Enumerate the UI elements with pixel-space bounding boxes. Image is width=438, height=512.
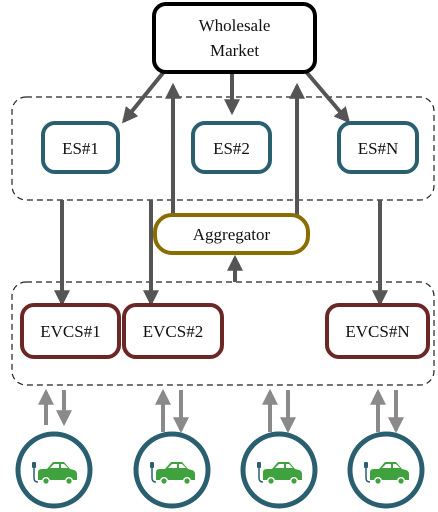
aggregator-node: Aggregator — [153, 213, 310, 255]
es-node-label: ES#2 — [213, 139, 250, 158]
wholesale-market-label-line2: Market — [210, 41, 259, 60]
es-group-region — [11, 96, 435, 201]
ev-icon — [240, 431, 318, 509]
aggregator-label: Aggregator — [193, 225, 271, 244]
wholesale-market-label-line1: Wholesale — [199, 16, 271, 35]
es-node-label: ES#1 — [62, 139, 99, 158]
ev-icon — [133, 431, 211, 509]
ev-link-2 — [155, 388, 189, 434]
es-node-2: ES#2 — [191, 121, 272, 174]
wholesale-market-node: Wholesale Market — [152, 2, 317, 74]
ev-link-1 — [38, 388, 72, 427]
ev-icon — [347, 431, 425, 509]
evcs-node-label: EVCS#2 — [143, 322, 203, 341]
evcs-node-2: EVCS#2 — [122, 303, 224, 359]
ev-link-3 — [262, 388, 296, 434]
arrow-market-to-esn — [300, 65, 351, 124]
evcs-node-1: EVCS#1 — [20, 303, 121, 359]
es-node-label: ES#N — [358, 139, 399, 158]
evcs-node-label: EVCS#1 — [40, 322, 100, 341]
es-node-1: ES#1 — [41, 121, 120, 174]
ev-link-4 — [370, 388, 404, 434]
ev-icon — [15, 431, 93, 509]
evcs-group-region — [11, 281, 435, 386]
arrow-market-to-es1 — [121, 66, 169, 124]
es-node-n: ES#N — [337, 121, 419, 174]
evcs-node-label: EVCS#N — [345, 322, 409, 341]
evcs-node-n: EVCS#N — [325, 303, 430, 359]
